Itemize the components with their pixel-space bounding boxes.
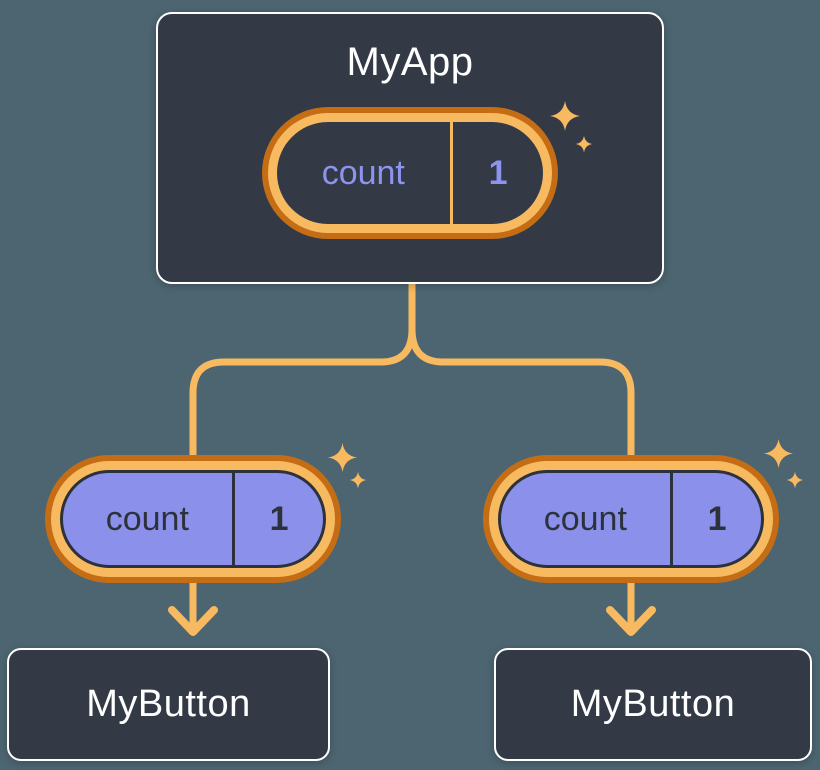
prop-value: 1 [707,499,727,538]
prop-pill-body: count 1 [498,470,764,568]
prop-name: count [543,499,627,538]
prop-name-cell: count [501,473,670,565]
component-title: MyButton [570,683,736,725]
connector-trunk-right-branch [408,280,635,632]
prop-value-cell: 1 [235,473,323,565]
arrow-down-icon [168,606,218,636]
prop-value: 1 [269,499,289,538]
state-pill-myapp: count 1 [262,107,558,239]
sparkle-icon [575,135,593,153]
sparkle-icon [763,438,794,469]
sparkle-icon [327,442,358,473]
component-node-mybutton-right: MyButton [494,648,812,761]
component-node-mybutton-left: MyButton [7,648,330,761]
state-pill-ring: count 1 [268,113,552,233]
prop-pill-ring: count 1 [51,461,335,577]
component-title: MyButton [86,683,251,725]
prop-value-cell: 1 [673,473,761,565]
state-name: count [321,153,405,192]
prop-pill-body: count 1 [60,470,326,568]
state-name-cell: count [277,122,450,224]
prop-pill-right: count 1 [483,455,779,583]
prop-name: count [105,499,189,538]
sparkle-icon [786,471,804,489]
arrow-down-icon [606,606,656,636]
state-value-cell: 1 [453,122,543,224]
component-title: MyApp [346,40,474,84]
pill-divider [449,122,454,224]
pill-divider [669,473,674,565]
prop-pill-left: count 1 [45,455,341,583]
state-pill-body: count 1 [277,122,543,224]
prop-pill-ring: count 1 [489,461,773,577]
pill-divider [231,473,236,565]
prop-name-cell: count [63,473,232,565]
state-value: 1 [488,153,508,192]
sparkle-icon [349,471,367,489]
sparkle-icon [550,101,580,131]
